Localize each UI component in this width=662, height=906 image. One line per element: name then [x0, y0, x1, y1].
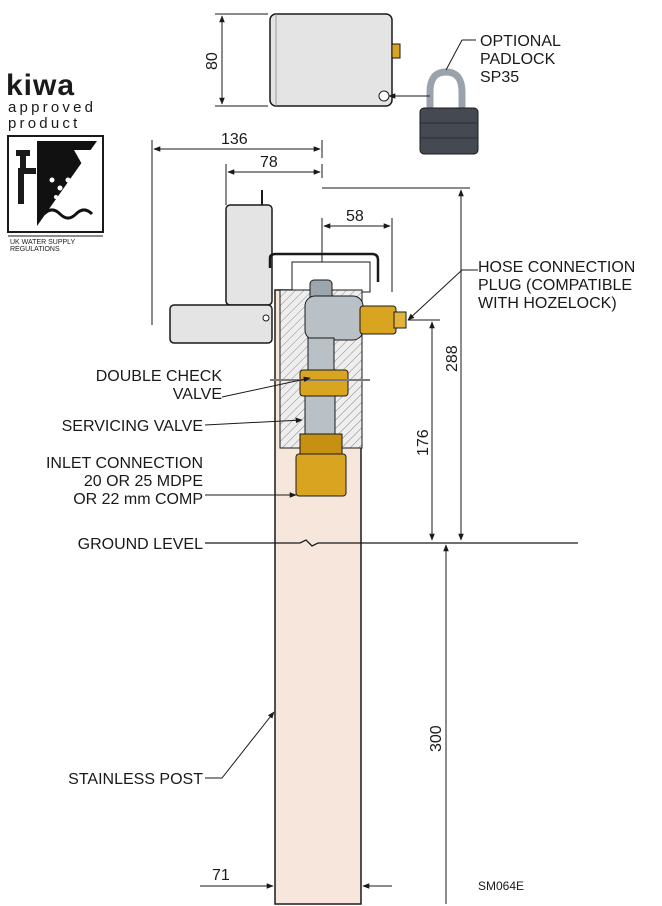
hourglass-icon: [74, 150, 92, 182]
inlet-callout-line2: 20 OR 25 MDPE: [84, 473, 203, 490]
height-dimensions: 288 176 300: [322, 187, 470, 904]
double-check-valve: [299, 369, 349, 397]
dim-58-label: 58: [346, 208, 364, 225]
dim-80-label: 80: [204, 52, 221, 70]
elbow-fitting: [304, 295, 364, 341]
top-view-enclosure: [269, 13, 393, 107]
padlock-shackle: [426, 68, 466, 112]
inlet-callout-line1: INLET CONNECTION: [46, 455, 203, 472]
servicing-leader: [204, 417, 303, 426]
ground-line: [205, 539, 578, 547]
callout-leaders: [204, 269, 478, 779]
hose-callout-line3: WITH HOZELOCK): [478, 295, 617, 312]
dim-288-label: 288: [444, 345, 461, 372]
cover-upper: [225, 204, 273, 306]
tap-icon: [16, 150, 36, 204]
padlock-callout-line1: OPTIONAL: [480, 33, 561, 50]
hose-leader: [407, 269, 478, 321]
dim-176-label: 176: [415, 429, 432, 456]
servicing-callout: SERVICING VALVE: [62, 418, 203, 435]
inlet-connection-fitting: [295, 453, 347, 497]
inlet-nut-upper: [299, 433, 343, 455]
post-width-dimension: 71: [200, 867, 392, 889]
inlet-callout-line3: OR 22 mm COMP: [73, 491, 203, 508]
hose-callout-line2: PLUG (COMPATIBLE: [478, 277, 632, 294]
kiwa-logo: kiwa approved product UK WATER SUPPLY RE…: [6, 69, 104, 253]
elbow-down-leg: [307, 337, 335, 373]
enclosure-hood: [268, 252, 380, 282]
hose-plug-nose: [393, 311, 407, 329]
top-view-brass-plug: [391, 43, 401, 59]
padlock-body: [419, 107, 479, 155]
wras-caption-line2: REGULATIONS: [10, 246, 60, 253]
hose-connection-plug: [359, 305, 397, 335]
servicing-valve: [304, 395, 336, 435]
dim-300-label: 300: [428, 725, 445, 752]
ground-level-label: GROUND LEVEL: [78, 536, 203, 553]
kiwa-brand: kiwa: [6, 69, 75, 102]
dim-78-label: 78: [260, 154, 278, 171]
hinged-cover: [169, 190, 273, 344]
hose-callout-line1: HOSE CONNECTION: [478, 259, 635, 276]
cover-hinge: [262, 314, 270, 322]
kiwa-line-approved: approved: [8, 99, 96, 116]
kiwa-line-product: product: [8, 115, 80, 132]
padlock-callout-line3: SP35: [480, 69, 519, 86]
top-view: 80: [204, 13, 401, 107]
double-check-callout-line2: VALVE: [173, 386, 222, 403]
double-check-callout-line1: DOUBLE CHECK: [96, 368, 223, 385]
dim-136-label: 136: [221, 131, 248, 148]
wras-caption-line1: UK WATER SUPPLY: [10, 239, 76, 246]
padlock-callout-line2: PADLOCK: [480, 51, 556, 68]
padlock: [388, 39, 479, 155]
cover-lower: [169, 304, 273, 344]
stainless-post-label: STAINLESS POST: [68, 771, 203, 788]
double-check-leader: [221, 376, 311, 398]
water-splash-icon: [42, 177, 94, 220]
padlock-hasp-hole: [378, 90, 390, 102]
valve-assembly: [268, 252, 407, 497]
dim-71-label: 71: [212, 867, 230, 884]
padlock-leader: [445, 39, 463, 71]
drawing-code: SM064E: [478, 879, 524, 893]
post-leader: [205, 711, 275, 779]
